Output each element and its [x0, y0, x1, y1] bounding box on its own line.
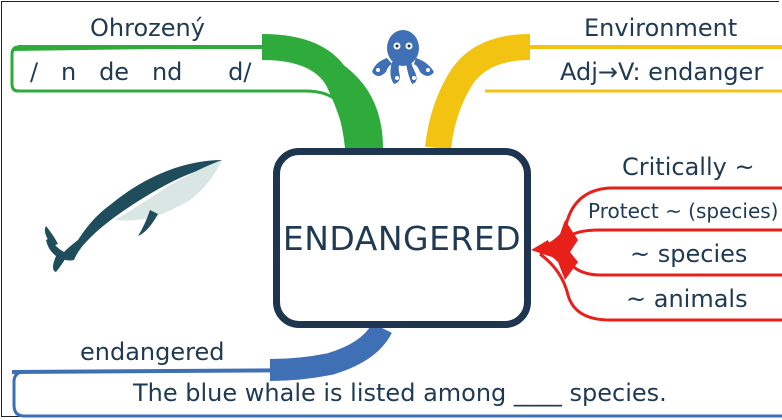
center-topic-box: ENDANGERED [273, 148, 531, 328]
green-branch-content: / n de nd d/ [30, 58, 252, 86]
yellow-branch-content: Adj→V: endanger [560, 58, 764, 86]
green-branch-shape [10, 34, 383, 151]
blue-branch-content: The blue whale is listed among ____ spec… [133, 379, 667, 407]
yellow-branch-title: Environment [584, 14, 738, 42]
red-branch-title: Critically ~ [622, 153, 755, 181]
red-branch-shape [531, 186, 782, 322]
blue-branch-shape [11, 322, 782, 418]
whale-image [44, 160, 222, 272]
red-branch-item-2: ~ species [630, 240, 748, 268]
red-branch-item-3: ~ animals [626, 285, 748, 313]
red-branch-item-1: Protect ~ (species) [588, 199, 779, 223]
green-branch-title: Ohrozený [90, 14, 205, 42]
octopus-icon [372, 30, 434, 84]
blue-branch-title: endangered [80, 338, 225, 366]
center-topic-label: ENDANGERED [282, 218, 522, 258]
yellow-branch-shape [425, 34, 782, 150]
